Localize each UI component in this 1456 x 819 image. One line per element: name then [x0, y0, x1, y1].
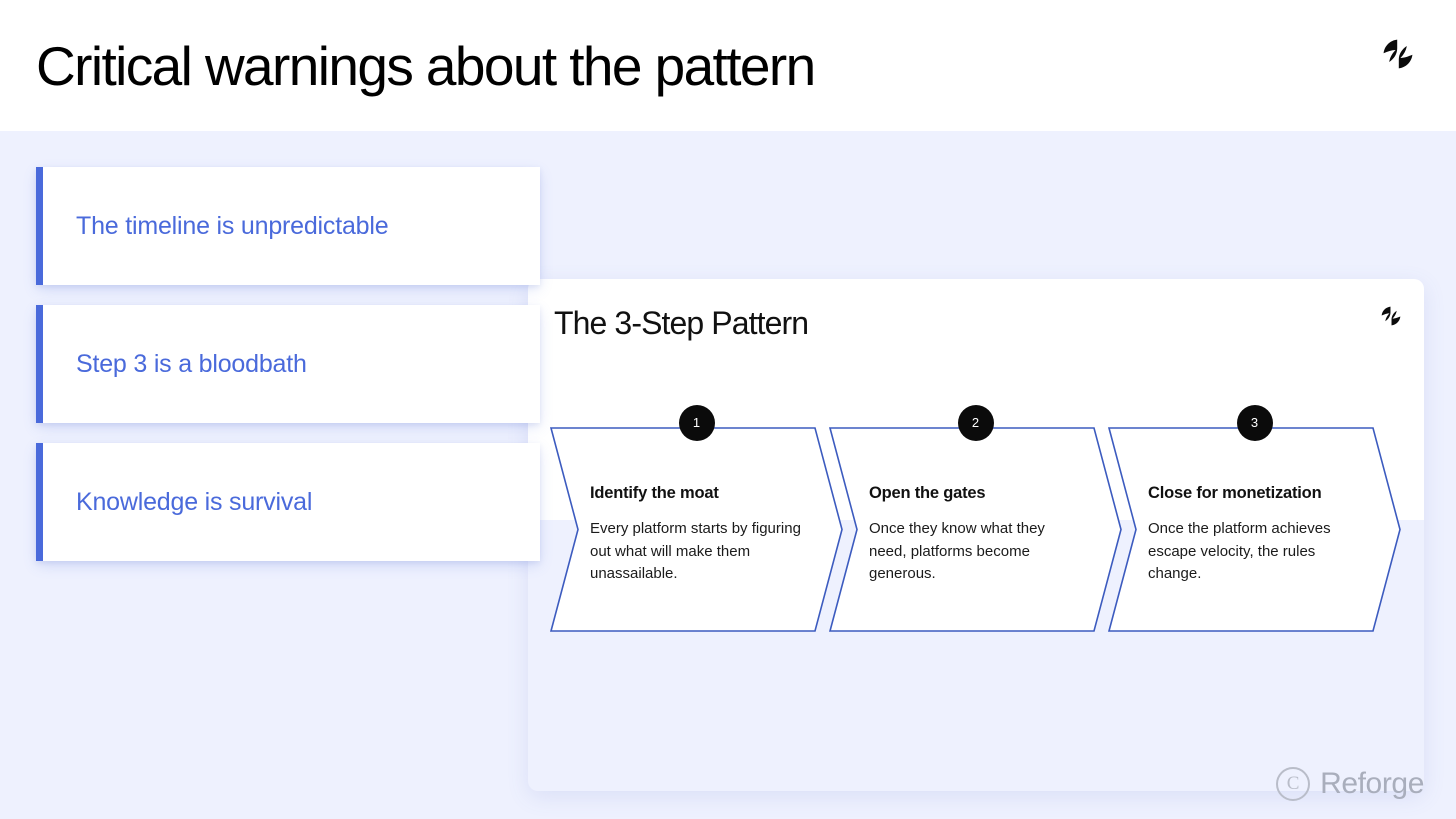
warning-card-label: Step 3 is a bloodbath — [76, 350, 307, 378]
reforge-watermark: C Reforge — [1276, 767, 1424, 801]
slide-header: Critical warnings about the pattern — [0, 0, 1456, 131]
page-title: Critical warnings about the pattern — [36, 35, 816, 97]
reforge-logo-icon — [1378, 34, 1418, 74]
chevron-shape-icon — [829, 427, 1122, 632]
panel-title: The 3-Step Pattern — [554, 305, 809, 341]
step-number-badge: 1 — [678, 405, 715, 441]
step-description: Once the platform achieves escape veloci… — [1148, 520, 1331, 582]
step-chevron-3[interactable]: 3 Close for monetization Once the platfo… — [1108, 405, 1401, 632]
step-description: Every platform starts by figuring out wh… — [590, 520, 801, 582]
accent-bar — [36, 443, 43, 561]
step-number-badge: 2 — [957, 405, 994, 441]
step-heading: Identify the moat — [590, 484, 719, 502]
copyright-icon: C — [1276, 767, 1311, 801]
step-heading: Close for monetization — [1148, 484, 1322, 502]
step-chevron-group: 1 Identify the moat Every platform start… — [550, 405, 1402, 637]
step-heading: Open the gates — [869, 484, 986, 502]
warning-card-list: The timeline is unpredictable Step 3 is … — [36, 167, 540, 561]
step-number-badge: 3 — [1236, 405, 1273, 441]
reforge-logo-icon — [1378, 303, 1404, 329]
warning-card-label: The timeline is unpredictable — [76, 212, 389, 240]
step-chevron-2[interactable]: 2 Open the gates Once they know what the… — [829, 405, 1122, 632]
pattern-panel: The 3-Step Pattern 1 Identify the moat E… — [528, 279, 1424, 791]
step-description: Once they know what they need, platforms… — [869, 520, 1045, 582]
accent-bar — [36, 167, 43, 285]
chevron-shape-icon — [1108, 427, 1401, 632]
warning-card-3[interactable]: Knowledge is survival — [36, 443, 540, 561]
warning-card-1[interactable]: The timeline is unpredictable — [36, 167, 540, 285]
step-content: Close for monetization Once the platform… — [1148, 482, 1363, 586]
step-content: Open the gates Once they know what they … — [869, 482, 1084, 586]
warning-card-2[interactable]: Step 3 is a bloodbath — [36, 305, 540, 423]
warning-card-label: Knowledge is survival — [76, 488, 313, 516]
watermark-label: Reforge — [1320, 767, 1424, 800]
step-chevron-1[interactable]: 1 Identify the moat Every platform start… — [550, 405, 843, 632]
step-content: Identify the moat Every platform starts … — [590, 482, 805, 586]
accent-bar — [36, 305, 43, 423]
chevron-shape-icon — [550, 427, 843, 632]
